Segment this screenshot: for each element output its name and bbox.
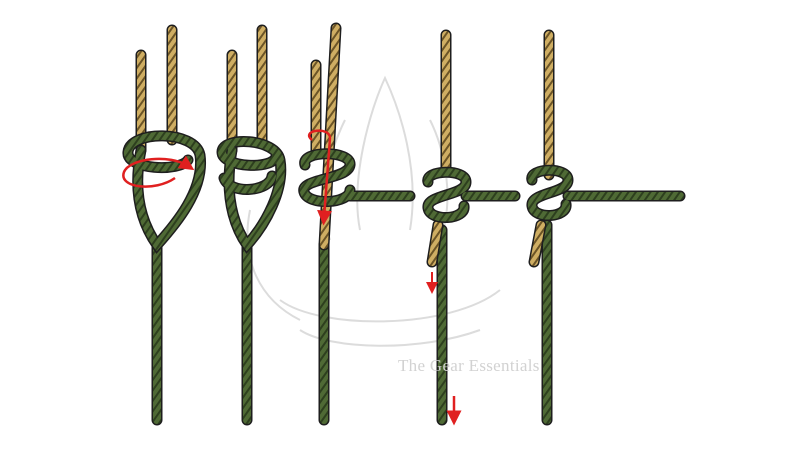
rope-loop (122, 130, 207, 254)
rope-knot-body (526, 164, 686, 221)
rope-working-end (310, 22, 342, 251)
wrap-circle-arrow (122, 155, 195, 188)
rope-working-end (528, 29, 555, 268)
rope-working-end (226, 24, 268, 156)
loop-down-arrow (308, 129, 333, 226)
knot-step-2 (216, 24, 287, 426)
rope-coils (298, 148, 416, 208)
knot-step-3 (298, 22, 416, 426)
watermark-text: The Gear Essentials (398, 356, 540, 375)
knot-step-5 (526, 29, 686, 426)
rope-working-end (426, 29, 452, 268)
rope-wraps (216, 136, 287, 254)
knot-step-4 (422, 29, 521, 426)
knot-step-1 (122, 24, 207, 426)
rope-knot-body (422, 166, 521, 224)
